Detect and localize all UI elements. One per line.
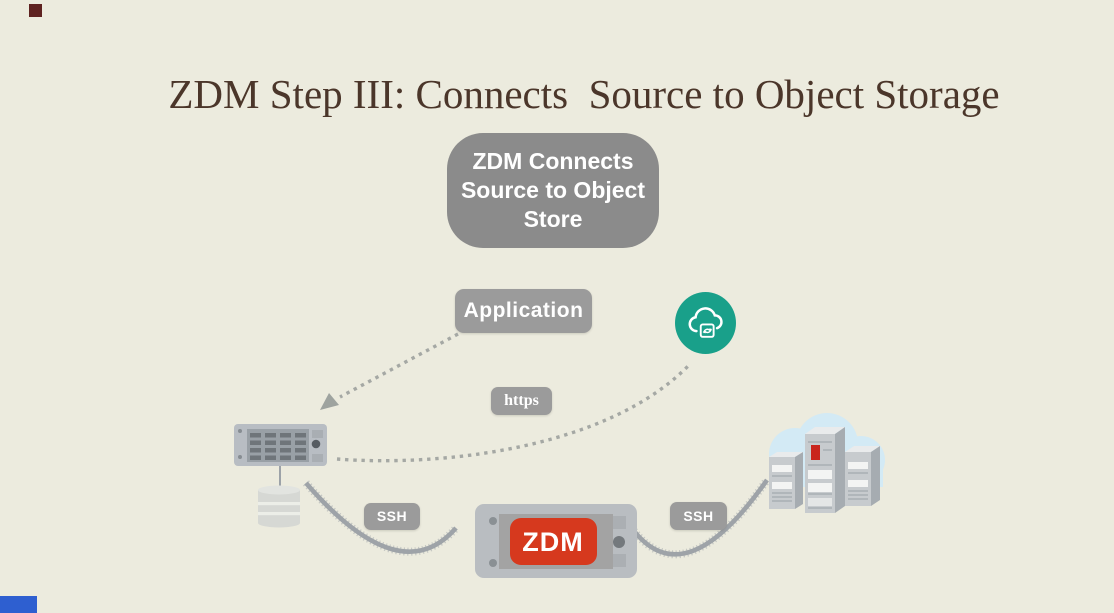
top-left-square-decoration [29, 4, 42, 17]
ssh-rope-right [630, 477, 771, 559]
cloud-sync-glyph [688, 307, 723, 338]
bottom-left-bar-decoration [0, 596, 37, 613]
dotted-https-curve [336, 361, 693, 463]
database-cylinder-icon [258, 485, 300, 528]
server-tower-left [769, 452, 803, 509]
ssh-rope-left [302, 480, 460, 556]
https-label: https [491, 387, 552, 415]
callout-line-3: Store [523, 206, 583, 232]
ssh-label-right: SSH [670, 502, 727, 530]
callout-line-1: ZDM Connects [472, 148, 634, 174]
server-tower-right [845, 446, 880, 506]
zdm-appliance: ZDM [475, 504, 637, 580]
callout-bubble: ZDM Connects Source to Object Store [447, 133, 659, 248]
callout-line-2: Source to Object [460, 177, 646, 203]
dotted-arrow-application-to-server [320, 332, 459, 410]
ssh-label-left: SSH [364, 503, 420, 530]
page-title: ZDM Step III: Connects Source to Object … [168, 71, 1000, 117]
red-indicator [811, 445, 820, 460]
zdm-button [510, 518, 597, 565]
target-datacenter-icon [757, 402, 892, 520]
application-label: Application [455, 289, 592, 333]
source-server-icon [230, 422, 330, 528]
zdm-button-label: ZDM [522, 527, 583, 557]
server-tower-center [805, 427, 845, 513]
arrowhead-icon [320, 393, 339, 410]
cloud-sync-icon [675, 292, 736, 354]
